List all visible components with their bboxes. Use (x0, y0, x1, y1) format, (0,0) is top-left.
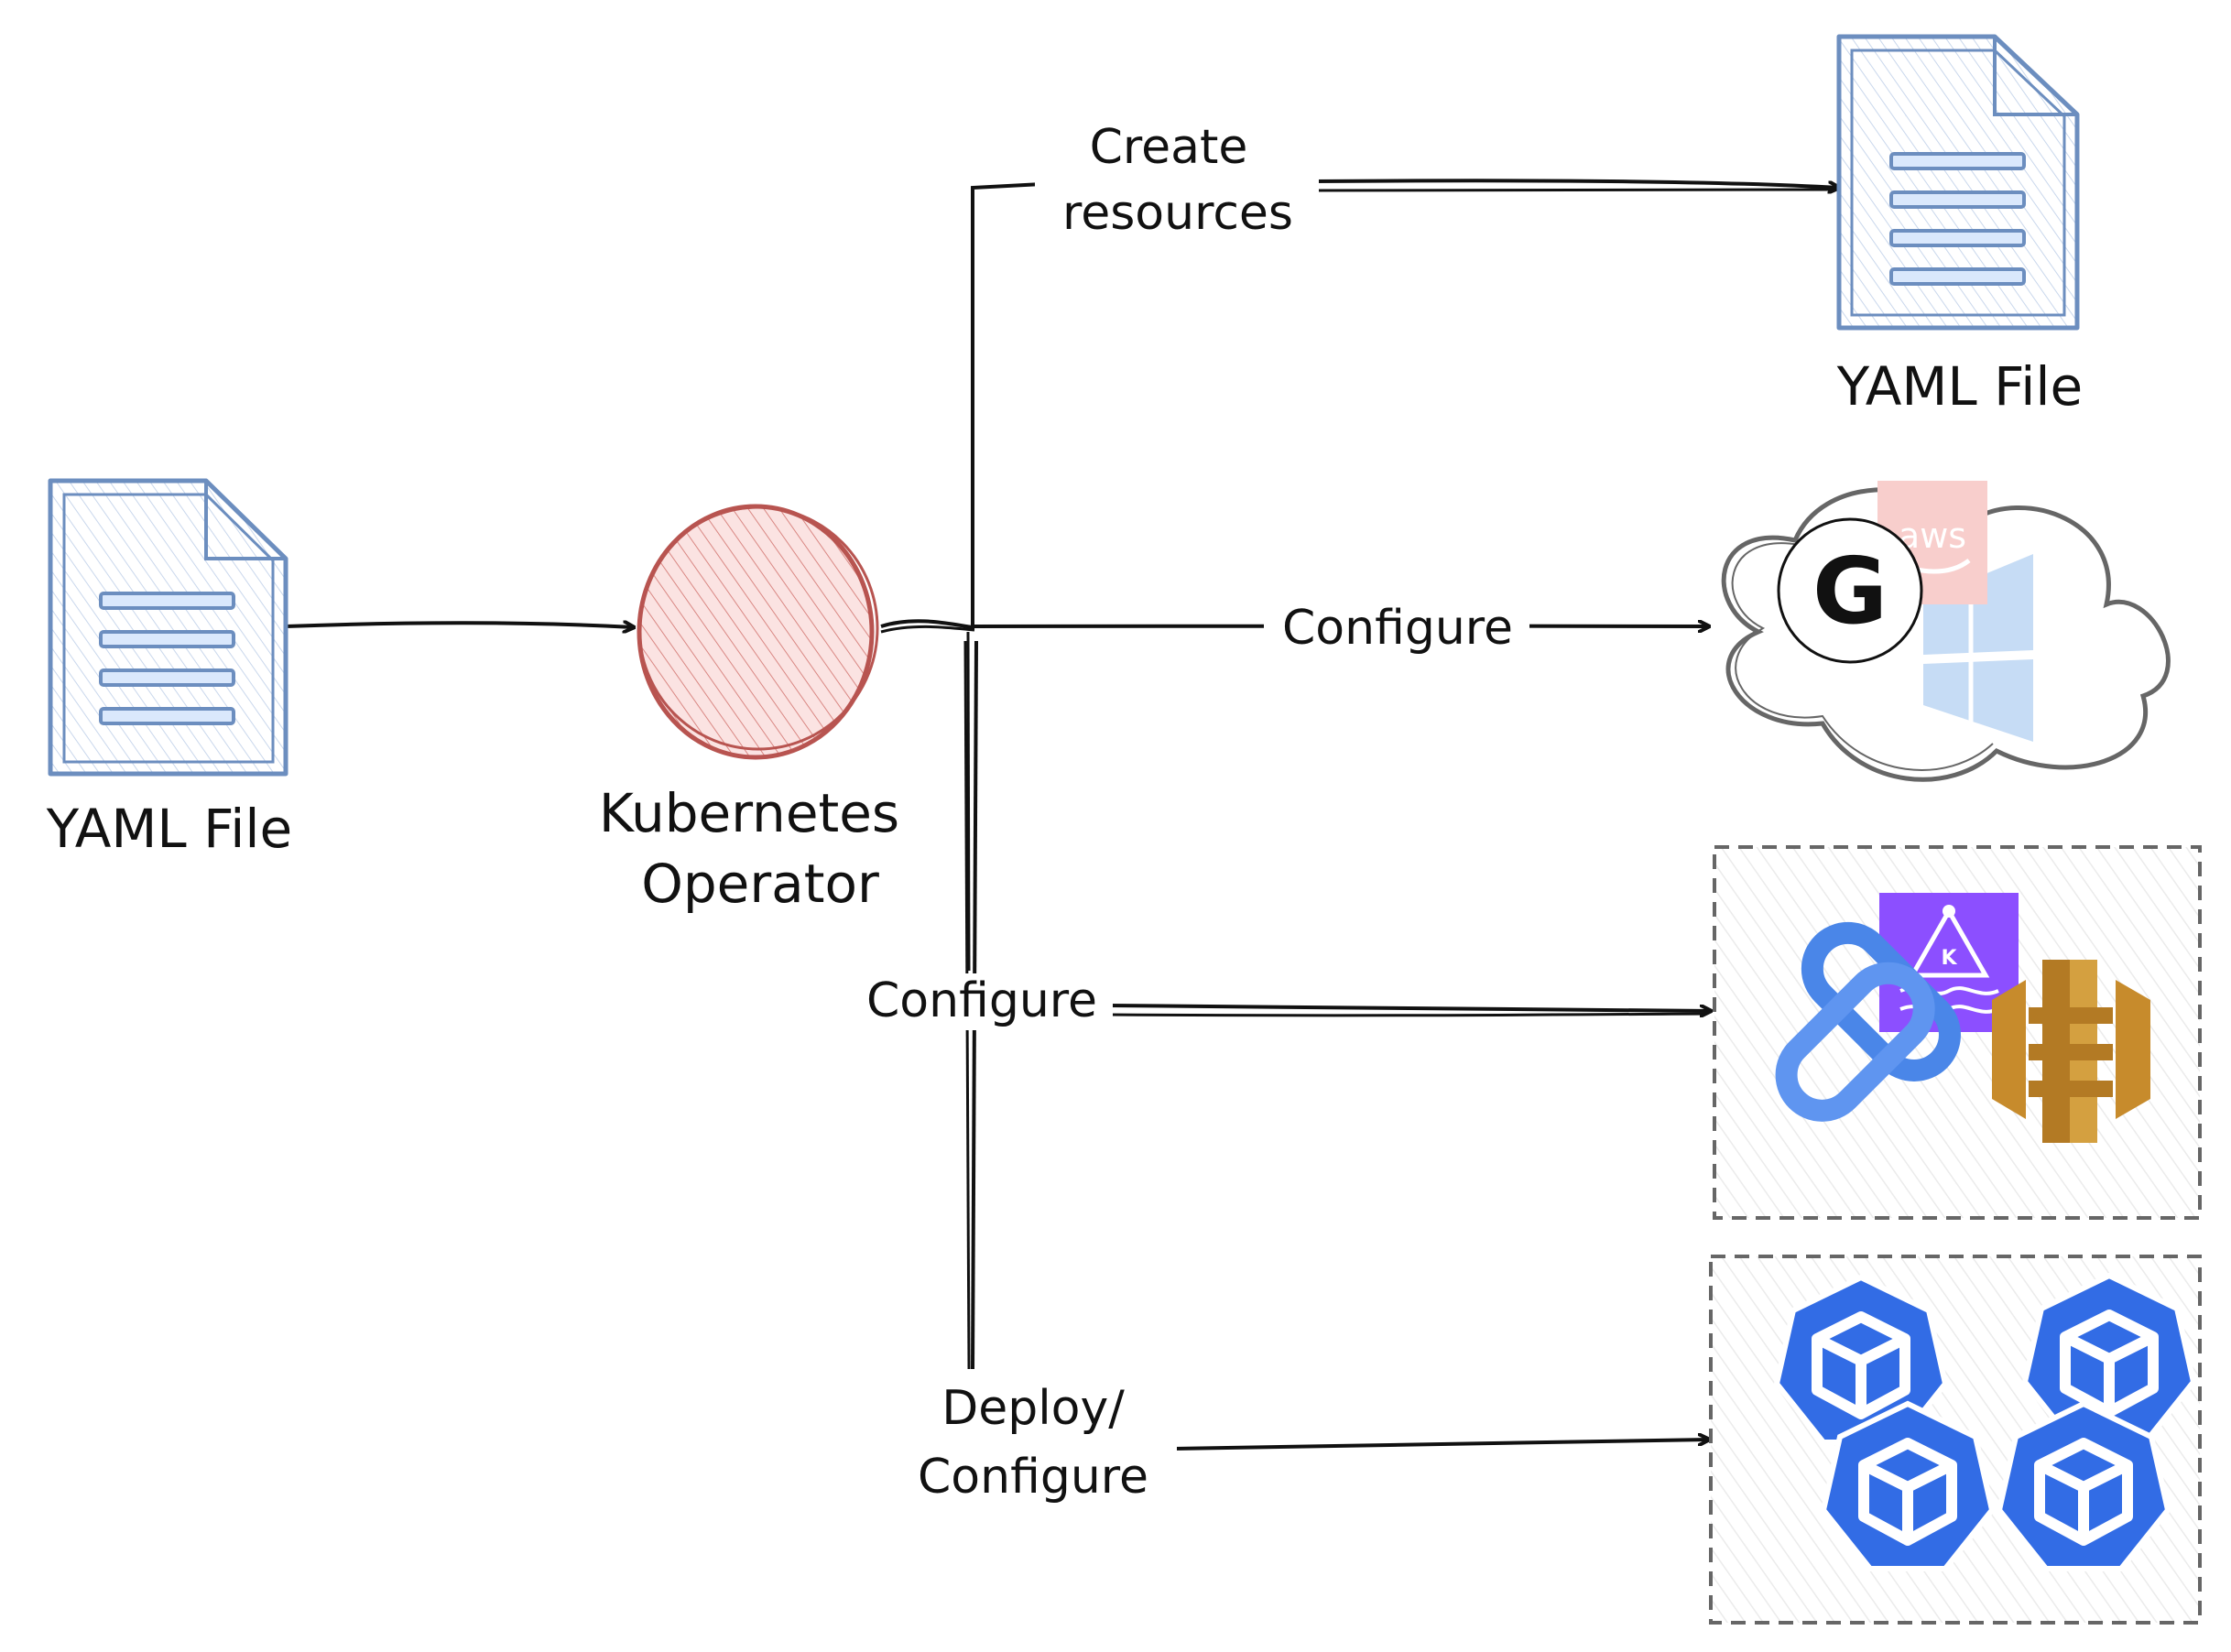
edge-label-deploy: Deploy/ (941, 1381, 1125, 1436)
operator-label-line2: Operator (641, 853, 879, 915)
yaml-file-output-icon (1836, 34, 2080, 331)
edge-deploy-configure (1173, 1440, 1709, 1451)
edge-configure-services (1107, 1004, 1711, 1016)
google-icon: G (1777, 517, 1923, 664)
kafka-letter: K (1941, 947, 1957, 970)
yaml-file-input-icon (48, 478, 288, 777)
integration-icon (1775, 921, 1961, 1122)
edge-label-deploy-configure: Configure (918, 1450, 1148, 1505)
google-logo-text: G (1812, 538, 1888, 645)
edge-yaml-to-operator (285, 623, 634, 627)
operator-label-line1: Kubernetes (599, 782, 899, 844)
edge-create-resources (1311, 179, 1839, 190)
edge-label-configure-services: Configure (866, 973, 1097, 1028)
yaml-input-label: YAML File (46, 798, 292, 860)
operator-node (637, 504, 879, 760)
edge-label-create: Create (1090, 120, 1248, 175)
yaml-output-label: YAML File (1836, 355, 2083, 418)
api-gateway-icon (1992, 960, 2150, 1143)
edge-label-configure-cloud: Configure (1282, 601, 1513, 656)
operator-trunk-line (880, 182, 1043, 1370)
edge-label-resources: resources (1062, 186, 1293, 241)
